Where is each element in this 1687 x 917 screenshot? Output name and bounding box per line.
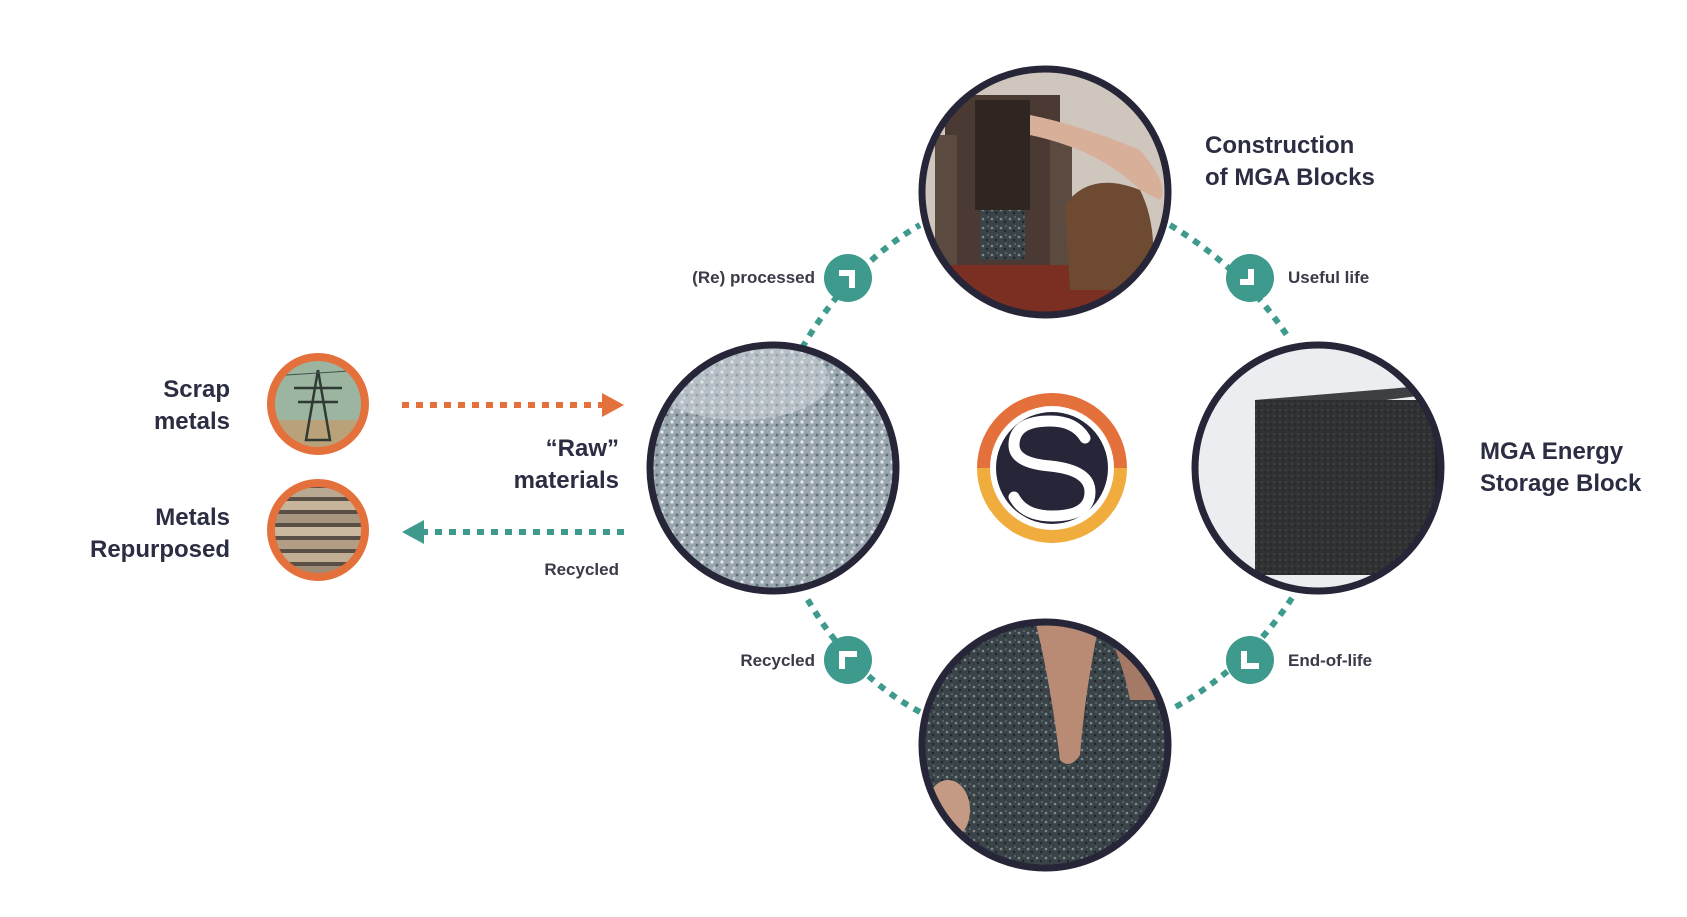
logo-s-icon: [977, 393, 1127, 543]
rebar-bundle-photo: [267, 479, 369, 581]
metals-repurposed-label-line1: Metals: [155, 504, 230, 531]
useful-life-label: Useful life: [1288, 268, 1370, 287]
mga-block-photo: [1191, 341, 1445, 595]
scrap-metals-label-line2: metals: [153, 408, 230, 435]
scrap-inflow-arrow: [402, 393, 624, 417]
connector-block-to-endoflife: [1168, 596, 1295, 713]
scrap-metals-label-line1: Scrap: [163, 376, 230, 403]
corner-arrow-icon: [824, 254, 872, 302]
scrap-metals-label: Scrap metals: [154, 374, 230, 438]
corner-arrow-icon: [1226, 254, 1274, 302]
metals-repurposed-label: Metals Repurposed: [90, 502, 230, 566]
mga-energy-storage-label-line1: MGA Energy: [1480, 438, 1624, 465]
raw-materials-label: “Raw” materials: [514, 433, 619, 497]
metal-granules-photo: [646, 341, 900, 595]
raw-materials-label-line1: “Raw”: [545, 435, 619, 462]
end-of-life-label: End-of-life: [1288, 651, 1373, 670]
construction-label-line1: Construction: [1205, 132, 1355, 159]
recycled-bottom-label: Recycled: [740, 651, 815, 670]
mga-energy-storage-label: MGA Energy Storage Block: [1480, 436, 1641, 500]
connector-endoflife-to-raw: [802, 593, 922, 715]
mga-energy-storage-label-line2: Storage Block: [1480, 470, 1642, 497]
recycled-left-label: Recycled: [544, 560, 619, 579]
recycled-outflow-arrow: [402, 520, 624, 544]
transmission-tower-photo: [267, 353, 369, 455]
corner-arrow-icon: [1226, 636, 1274, 684]
construction-label-line2: of MGA Blocks: [1205, 164, 1375, 191]
metals-repurposed-label-line2: Repurposed: [89, 536, 230, 563]
block-press-photo: [918, 65, 1172, 319]
reprocessed-label: (Re) processed: [692, 268, 815, 287]
corner-arrow-icon: [824, 636, 872, 684]
raw-materials-label-line2: materials: [513, 467, 619, 494]
construction-label: Construction of MGA Blocks: [1205, 130, 1375, 194]
granule-hands-photo: [918, 618, 1172, 872]
